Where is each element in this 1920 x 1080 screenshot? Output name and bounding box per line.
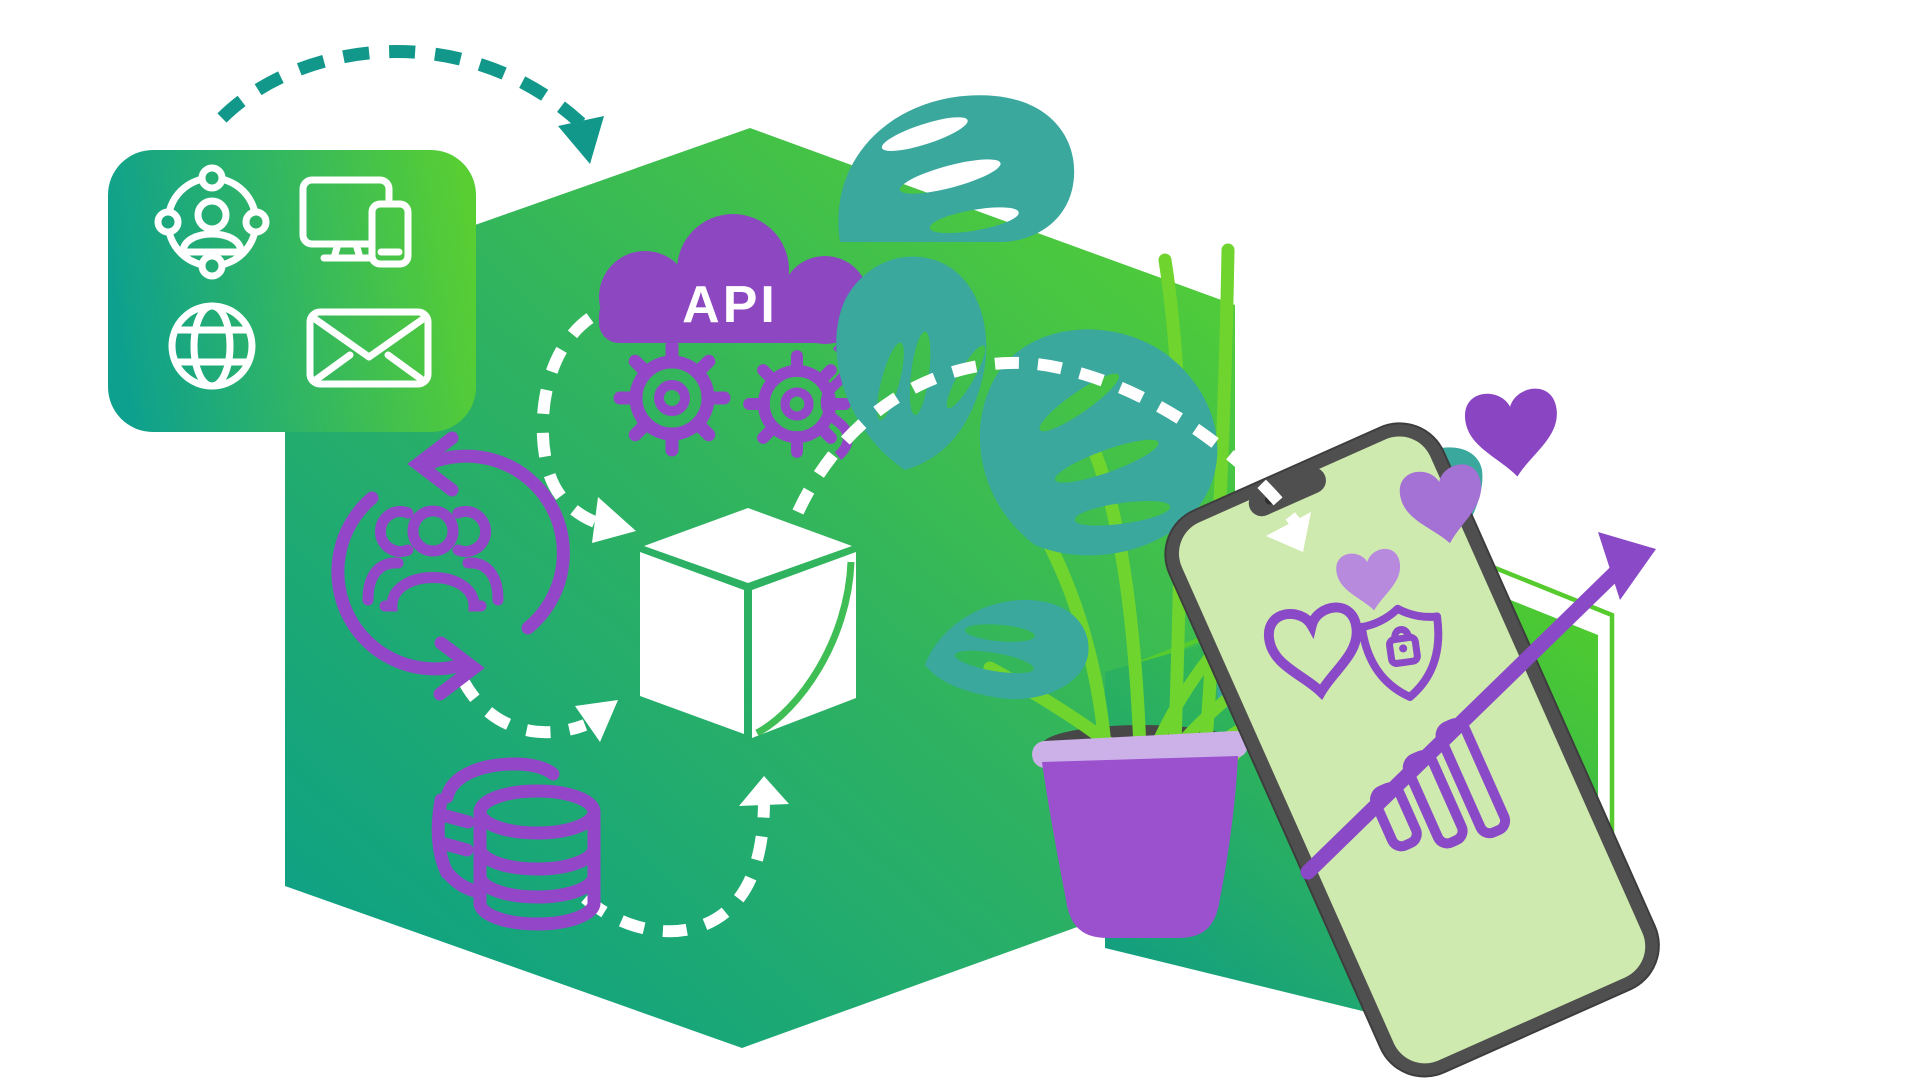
arc-cube-to-phone xyxy=(792,356,1300,526)
email-icon xyxy=(306,308,432,388)
database-icon xyxy=(431,757,601,931)
arc-db-to-cube xyxy=(581,799,770,938)
cube-icon xyxy=(640,508,856,738)
user-sync-icon xyxy=(331,431,570,701)
arc-cloud-to-cube xyxy=(536,313,603,530)
dashed-arc-card-to-hexagon xyxy=(217,45,593,135)
user-network-icon xyxy=(154,164,270,280)
arrowhead-white-1 xyxy=(592,497,636,543)
device-card xyxy=(108,150,476,432)
dashed-flow-arcs xyxy=(456,313,770,938)
growth-arrow-icon xyxy=(1300,532,1656,880)
arrowhead-white-2 xyxy=(575,700,618,742)
api-cloud-icon: API xyxy=(599,214,871,344)
plant-pot xyxy=(1032,731,1248,938)
api-label: API xyxy=(682,276,778,334)
arrowhead-white-4 xyxy=(1266,512,1311,552)
shield-lock-icon xyxy=(1357,604,1443,701)
arrowhead-teal xyxy=(558,116,604,164)
arc-people-to-cube xyxy=(456,675,588,739)
leaf-top xyxy=(838,95,1075,242)
arrowhead-white-3 xyxy=(739,776,789,806)
devices-icon xyxy=(299,176,412,268)
leaf-left xyxy=(836,256,987,470)
leaf-low-left xyxy=(925,599,1089,700)
leaf-center xyxy=(979,329,1218,556)
globe-icon xyxy=(168,302,256,390)
phone-screen xyxy=(1178,436,1646,1064)
